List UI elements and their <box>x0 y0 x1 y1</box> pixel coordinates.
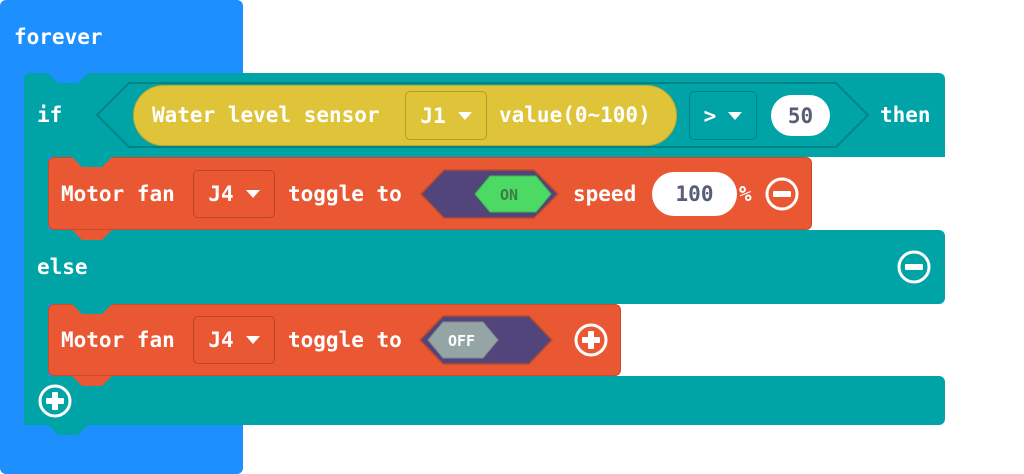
toggle-state-on: ON <box>500 186 519 204</box>
else-label: else <box>37 255 88 279</box>
add-else-if-icon[interactable] <box>38 384 72 418</box>
sensor-port-value: J1 <box>420 103 446 128</box>
chevron-down-icon <box>245 336 260 344</box>
speed-input[interactable]: 100 <box>652 172 737 216</box>
toggle-switch-off[interactable] <box>418 315 559 365</box>
value-label: value(0~100) <box>499 103 651 127</box>
threshold-input[interactable]: 50 <box>771 95 830 136</box>
operator-value: > <box>703 103 717 128</box>
toggle-label: toggle to <box>288 328 402 352</box>
motor-fan-label: Motor fan <box>61 182 175 206</box>
motor-fan-label: Motor fan <box>61 328 175 352</box>
if-label: if <box>37 103 63 127</box>
sensor-label: Water level sensor <box>152 103 380 127</box>
toggle-switch-on[interactable] <box>419 169 560 219</box>
remove-else-icon[interactable] <box>897 250 931 284</box>
toggle-label: toggle to <box>288 182 402 206</box>
toggle-state-off: OFF <box>448 332 476 350</box>
chevron-down-icon <box>457 111 472 120</box>
remove-parameter-icon[interactable] <box>765 177 799 211</box>
add-parameter-icon[interactable] <box>574 323 608 357</box>
chevron-down-icon <box>728 111 743 120</box>
operator-dropdown[interactable]: > <box>689 91 757 140</box>
speed-label: speed <box>573 182 637 206</box>
percent-label: % <box>739 182 752 206</box>
forever-label: forever <box>14 25 103 49</box>
motor-port-dropdown[interactable]: J4 <box>193 316 275 364</box>
motor-port-dropdown[interactable]: J4 <box>193 170 275 218</box>
motor-port-value: J4 <box>208 182 234 206</box>
sensor-port-dropdown[interactable]: J1 <box>405 91 487 140</box>
motor-port-value: J4 <box>208 328 234 352</box>
chevron-down-icon <box>245 190 260 198</box>
then-label: then <box>880 103 931 127</box>
